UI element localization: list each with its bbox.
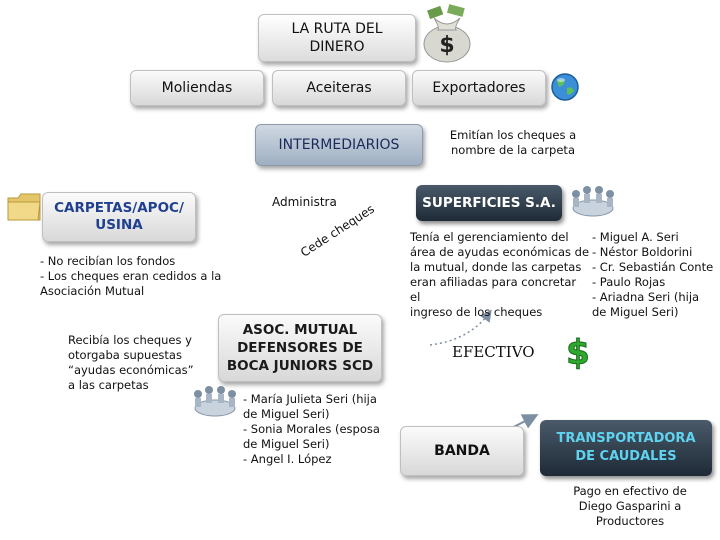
svg-text:$: $ (439, 33, 454, 58)
arrow-efectivo-dotted (429, 309, 492, 346)
globe-icon (551, 73, 579, 101)
moliendas-box: Moliendas (130, 70, 264, 106)
svg-text:$: $ (566, 334, 590, 370)
page-title: LA RUTA DEL DINERO (291, 21, 383, 55)
carpetas-label: CARPETAS/APOC/ USINA (54, 200, 184, 233)
aceiteras-box: Aceiteras (272, 70, 406, 106)
efectivo-label: EFECTIVO (452, 343, 535, 361)
personas-asoc-label: - María Julieta Seri (hija de Miguel Ser… (243, 392, 380, 466)
people-meeting-icon-2 (194, 386, 236, 417)
asoc-mutual-box: ASOC. MUTUAL DEFENSORES DE BOCA JUNIORS … (218, 314, 382, 382)
no-recibian-label: - No recibían los fondos - Los cheques e… (40, 254, 222, 298)
banda-box: BANDA (400, 426, 524, 476)
aceiteras-label: Aceiteras (306, 80, 372, 96)
recibia-label: Recibía los cheques y otorgaba supuestas… (68, 333, 194, 392)
moliendas-label: Moliendas (161, 80, 233, 96)
superficies-box: SUPERFICIES S.A. (416, 185, 562, 221)
asoc-mutual-label: ASOC. MUTUAL DEFENSORES DE BOCA JUNIORS … (226, 322, 374, 374)
exportadores-box: Exportadores (412, 70, 546, 106)
personas-superficies-label: - Miguel A. Seri - Néstor Boldorini - Cr… (592, 230, 714, 319)
people-meeting-icon (572, 186, 614, 217)
administra-label: Administra (272, 195, 337, 209)
emitian-label: Emitían los cheques a nombre de la carpe… (449, 128, 577, 157)
carpetas-box: CARPETAS/APOC/ USINA (42, 192, 196, 242)
exportadores-label: Exportadores (432, 80, 526, 96)
money-bag-icon: $ (423, 4, 471, 63)
superficies-label: SUPERFICIES S.A. (422, 195, 556, 211)
transportadora-box: TRANSPORTADORA DE CAUDALES (540, 420, 712, 476)
transportadora-label: TRANSPORTADORA DE CAUDALES (556, 431, 696, 464)
tenia-label: Tenía el gerenciamiento del área de ayud… (410, 230, 590, 319)
intermediarios-box: INTERMEDIARIOS (255, 124, 423, 166)
pago-label: Pago en efectivo de Diego Gasparini a Pr… (573, 484, 687, 528)
intermediarios-label: INTERMEDIARIOS (278, 137, 400, 153)
dollar-sign-icon: $ (566, 334, 590, 370)
banda-label: BANDA (434, 443, 490, 459)
title-box: LA RUTA DEL DINERO (258, 14, 416, 62)
folder-icon (7, 193, 41, 221)
